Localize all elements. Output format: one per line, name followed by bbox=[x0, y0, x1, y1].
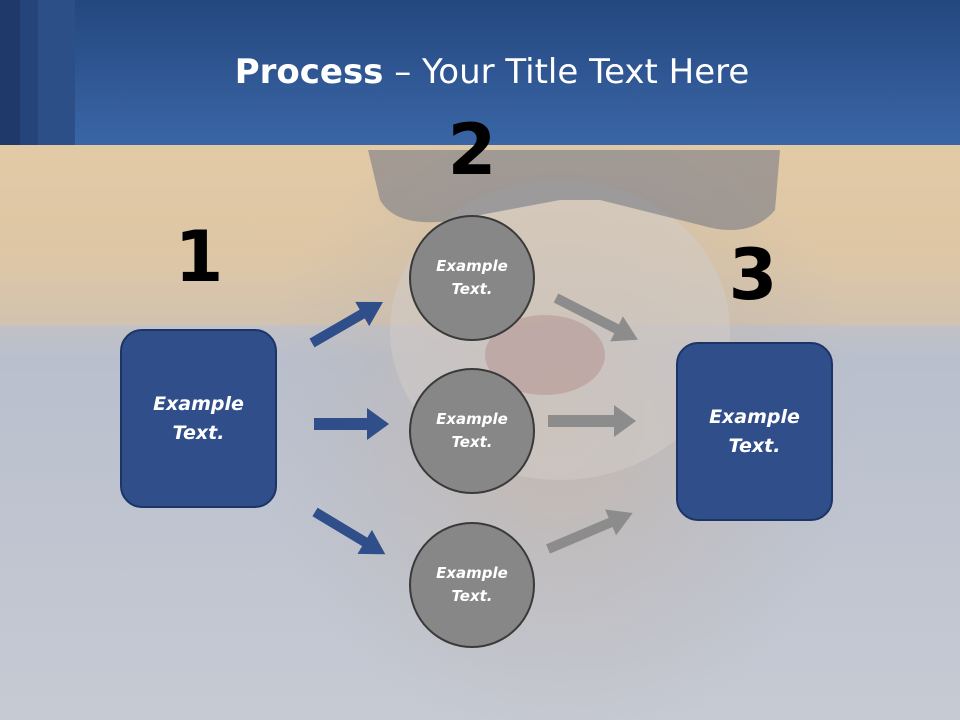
step-2-circle-middle: Example Text. bbox=[409, 368, 535, 494]
step-2-circle-bottom: Example Text. bbox=[409, 522, 535, 648]
header-stripe bbox=[0, 0, 20, 145]
step-1-label: Example Text. bbox=[153, 392, 244, 444]
circle-label: Example Text. bbox=[436, 410, 508, 451]
step-3-label: Example Text. bbox=[709, 405, 800, 457]
title-rest: – Your Title Text Here bbox=[383, 52, 750, 92]
title-bold: Process bbox=[234, 52, 384, 92]
circle-label: Example Text. bbox=[436, 257, 508, 298]
step-number-2: 2 bbox=[447, 109, 497, 191]
step-2-circle-top: Example Text. bbox=[409, 215, 535, 341]
circle-label: Example Text. bbox=[436, 564, 508, 605]
step-number-1: 1 bbox=[174, 216, 224, 298]
step-number-3: 3 bbox=[728, 234, 778, 316]
step-3-box: Example Text. bbox=[676, 342, 833, 521]
title-bar bbox=[0, 0, 960, 145]
header-stripe bbox=[20, 0, 38, 145]
step-1-box: Example Text. bbox=[120, 329, 277, 508]
slide-title: Process – Your Title Text Here bbox=[0, 52, 960, 92]
header-stripe bbox=[38, 0, 75, 145]
